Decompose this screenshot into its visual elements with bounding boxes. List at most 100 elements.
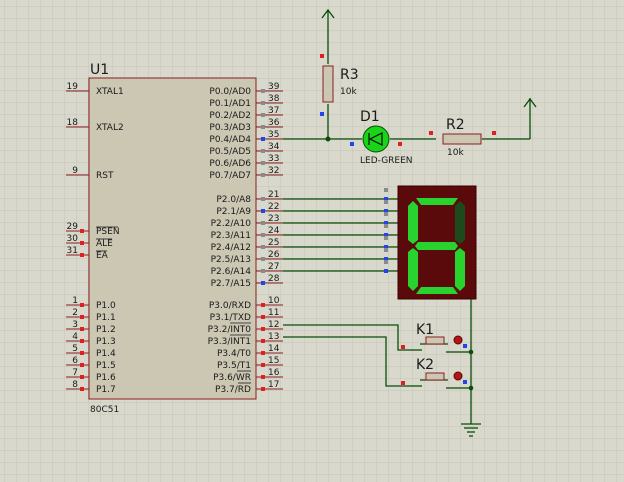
d1-ref-label: D1 [360,109,380,125]
r2-body [442,133,482,145]
display-pins [384,188,388,273]
pin-label: P1.0 [96,301,116,311]
pin-number: 27 [268,262,279,272]
d1-value-label: LED-GREEN [360,156,413,166]
pin-number: 29 [67,222,79,232]
pin-number: 38 [268,94,280,104]
pushbutton-k1[interactable]: K1 [401,322,467,353]
k2-button[interactable] [453,371,463,381]
power-terminal-top[interactable] [321,8,335,20]
resistor-r3[interactable]: R3 10k [320,54,359,116]
seven-segment-display[interactable] [384,185,477,300]
display-pin-marker [384,269,388,273]
pin-label: P2.5/A13 [211,255,251,265]
pin-label: EA [96,251,109,261]
display-pin-marker [384,233,388,237]
pin-label: PSEN [96,227,120,237]
display-pin-marker [384,224,388,228]
k2-pin-right [463,380,467,384]
resistor-r2[interactable]: R2 10k [429,117,496,158]
pin-number: 14 [268,344,280,354]
chip-part-label: 80C51 [90,405,119,415]
pin-number: 30 [67,234,79,244]
k2-pin-left [401,381,405,385]
pin-number: 22 [268,202,279,212]
pin-label: P1.1 [96,313,116,323]
pin-number: 16 [268,368,280,378]
led-body [362,125,390,153]
r3-body [322,65,334,103]
pin-label: P0.0/AD0 [209,87,251,97]
pin-label: P0.5/AD5 [209,147,251,157]
pin-label: P3.1/TXD [210,313,251,323]
pin-label: P0.7/AD7 [209,171,251,181]
pin-number: 26 [268,250,280,260]
pin-label: P1.3 [96,337,116,347]
pin-number: 33 [268,154,279,164]
pin-label: P3.2/INT0 [208,325,252,335]
pushbutton-k2[interactable]: K2 [401,357,467,389]
pin-label: XTAL2 [96,123,124,133]
pin-number: 4 [72,332,78,342]
display-pin-marker [384,260,388,264]
pin-label: P3.5/T1 [217,361,251,371]
pin-number: 9 [72,166,78,176]
display-pin-marker [384,221,388,225]
pin-number: 35 [268,130,279,140]
pin-number: 19 [67,82,79,92]
pin-label: P3.4/T0 [217,349,251,359]
pin-label: P1.7 [96,385,116,395]
k1-button[interactable] [453,335,463,345]
junction-dot [325,136,331,142]
k1-pin-right [463,344,467,348]
segment-b [455,201,465,244]
segment-g [415,242,458,250]
chip-body [88,77,257,400]
pin-label: P0.3/AD3 [209,123,251,133]
pin-label: P2.6/A14 [211,267,252,277]
pin-label: RST [96,171,114,181]
pin-number: 13 [268,332,279,342]
pin-label: P0.4/AD4 [209,135,251,145]
pin-number: 23 [268,214,279,224]
pin-number: 39 [268,82,280,92]
pin-number: 8 [72,380,78,390]
pin-label: P1.2 [96,325,116,335]
chip-ref-label: U1 [90,62,109,78]
segment-f [408,201,418,244]
junction-k2 [468,385,474,391]
ground-symbol[interactable] [461,423,481,437]
led-pin-left [350,142,354,146]
pin-number: 21 [268,190,279,200]
display-pin-marker [384,188,388,192]
power-terminal-right[interactable] [523,97,537,108]
r2-pin-left [429,131,433,135]
display-pin-marker [384,236,388,240]
led-d1[interactable]: D1 LED-GREEN [350,109,413,166]
display-segments [408,198,465,294]
pin-label: P3.3/INT1 [208,337,251,347]
